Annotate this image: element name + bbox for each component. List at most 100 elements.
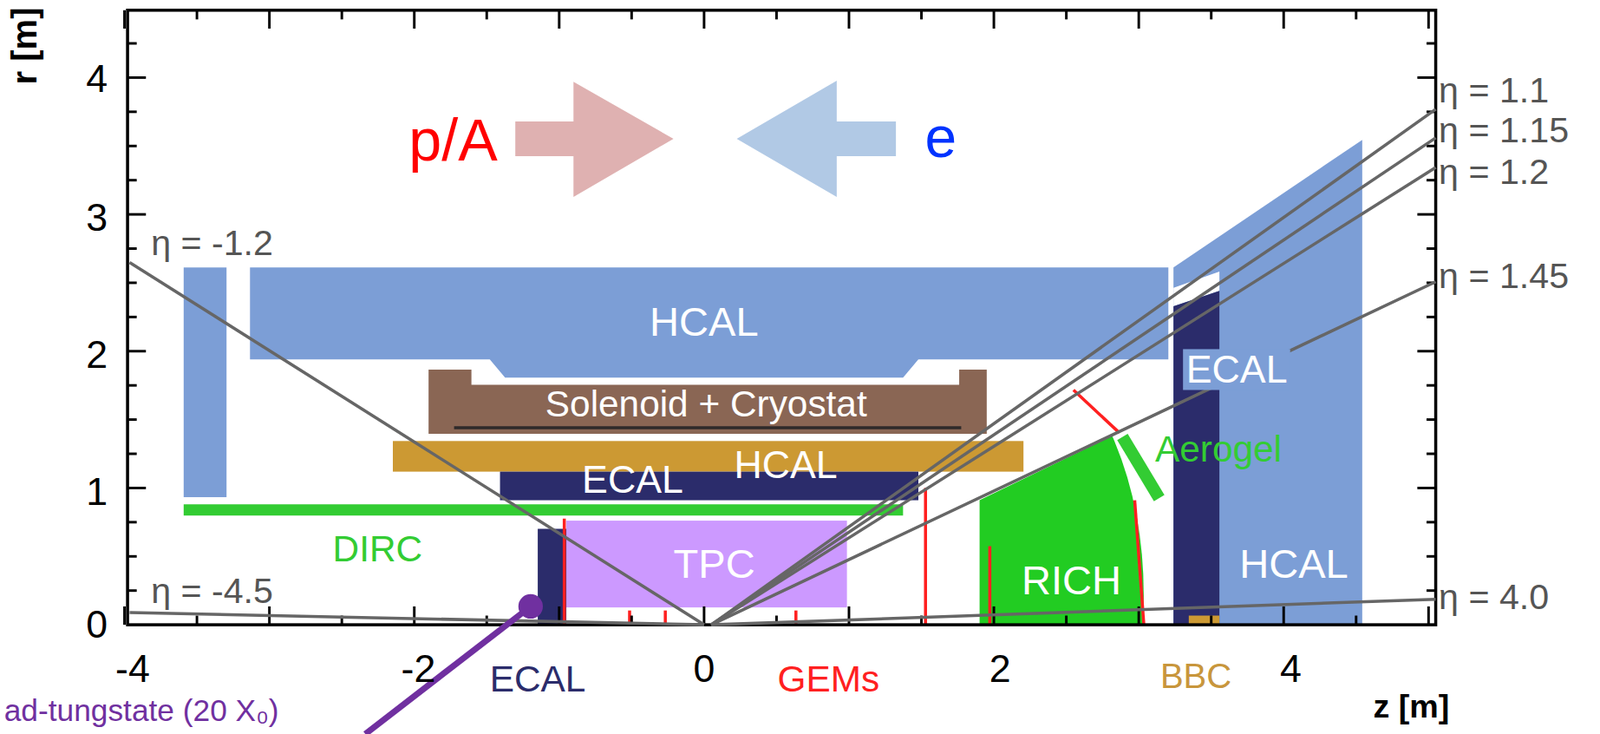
axis-tick xyxy=(775,10,778,20)
solenoid-region: Solenoid + Cryostat xyxy=(428,369,987,434)
tick-label: 0 xyxy=(85,605,108,645)
hcal-inner-shape xyxy=(392,440,1024,471)
label-holder: η = 1.45 xyxy=(1438,257,1569,294)
axis-tick xyxy=(127,110,138,113)
axis-tick xyxy=(127,417,138,421)
label-holder: Aerogel xyxy=(1155,431,1282,468)
hcal-forward-shape xyxy=(1173,139,1363,625)
axis-tick xyxy=(848,606,851,625)
tick-label: 0 xyxy=(692,648,715,688)
ecal-region: ECAL xyxy=(500,471,919,501)
axis-tick xyxy=(127,42,138,46)
tick-label: 2 xyxy=(85,334,108,374)
label-holder: p/A xyxy=(408,110,497,170)
label-holder: η = 1.15 xyxy=(1438,111,1569,148)
axis-tick xyxy=(1426,384,1437,387)
region-label: ECAL xyxy=(1182,348,1291,390)
part-label: DIRC xyxy=(333,530,424,568)
label-holder: 2 xyxy=(85,334,108,374)
axis-tick xyxy=(1064,615,1068,626)
axis-tick xyxy=(848,10,851,29)
axis-tick xyxy=(127,555,138,558)
rich-region: RICH xyxy=(979,435,1143,625)
gem-line xyxy=(1073,389,1120,432)
plot-frame xyxy=(127,10,1436,625)
axis-tick xyxy=(1427,606,1431,625)
axis-tick xyxy=(702,10,706,29)
axis-tick xyxy=(702,606,706,625)
eta-label: η = 1.15 xyxy=(1438,111,1569,148)
label-holder: 4 xyxy=(1280,648,1302,688)
dirc-bar xyxy=(183,503,904,516)
eta-label: η = 4.0 xyxy=(1438,578,1549,614)
axis-tick xyxy=(195,10,199,20)
axis-tick xyxy=(1209,10,1213,20)
axis-tick xyxy=(195,615,199,626)
region-label: Solenoid + Cryostat xyxy=(545,385,868,423)
label-holder: 3 xyxy=(85,197,108,237)
part-label: ECAL xyxy=(489,659,587,697)
axis-tick xyxy=(1426,588,1437,592)
aerogel-bar xyxy=(1122,437,1159,499)
axis-tick xyxy=(127,384,138,387)
tick-label: 4 xyxy=(85,58,108,98)
axis-tick xyxy=(412,10,416,29)
region-label: RICH xyxy=(1021,559,1122,601)
tick-label: 3 xyxy=(85,197,108,237)
axis-tick xyxy=(1426,417,1437,421)
eta-line xyxy=(711,137,1436,625)
gem-line xyxy=(923,487,928,625)
label-holder: ECAL xyxy=(489,659,587,697)
axis-tick xyxy=(1282,606,1286,625)
label-holder: 1 xyxy=(85,472,108,512)
beam-label: e xyxy=(925,109,958,167)
axis-tick xyxy=(127,247,138,250)
label-holder: 0 xyxy=(692,648,715,688)
axis-tick xyxy=(1426,247,1437,250)
axis-tick xyxy=(1426,520,1437,523)
axis-tick xyxy=(1426,178,1437,182)
axis-tick xyxy=(557,10,561,29)
eta-label: η = -4.5 xyxy=(150,572,274,608)
label-holder: 0 xyxy=(85,605,108,645)
ecal-barrel-shape xyxy=(500,471,919,501)
axis-tick xyxy=(920,10,923,20)
region-label: TPC xyxy=(673,542,756,584)
axis-tick xyxy=(1426,315,1437,319)
label-holder: GEMs xyxy=(777,659,881,697)
label-holder: η = -4.5 xyxy=(150,572,274,608)
tick-label: 4 xyxy=(1280,648,1302,688)
axis-tick xyxy=(630,10,634,20)
part-label: Aerogel xyxy=(1155,431,1282,468)
tick-label: 2 xyxy=(989,648,1012,688)
axis-tick xyxy=(1427,10,1431,29)
axis-tick xyxy=(1354,10,1358,20)
axis-tick xyxy=(127,486,146,490)
axis-title: z [m] xyxy=(1372,689,1450,723)
axis-tick xyxy=(1417,213,1436,216)
axis-tick xyxy=(1426,144,1437,148)
eta-lines xyxy=(129,109,1436,625)
callout-text: ad-tungstate (20 X₀) xyxy=(4,694,280,725)
gem-line xyxy=(988,546,993,626)
axis-tick xyxy=(127,452,138,456)
axis-tick xyxy=(992,10,996,29)
axis-tick xyxy=(127,144,138,148)
coil-line xyxy=(454,425,962,430)
label-holder: -4 xyxy=(115,648,151,688)
label-holder: z [m] xyxy=(1372,689,1450,723)
label-holder: η = 4.0 xyxy=(1438,578,1549,614)
rich-shape xyxy=(979,435,1144,625)
axis-tick xyxy=(127,213,146,216)
label-holder: η = 1.2 xyxy=(1438,153,1549,190)
axis-tick xyxy=(1064,10,1068,20)
gem-planes xyxy=(564,389,1144,625)
axis-tick xyxy=(1209,615,1213,626)
axis-tick xyxy=(1137,10,1141,29)
axis-tick xyxy=(123,10,126,29)
label-holder: η = -1.2 xyxy=(150,223,274,260)
axis-tick xyxy=(1417,349,1436,353)
